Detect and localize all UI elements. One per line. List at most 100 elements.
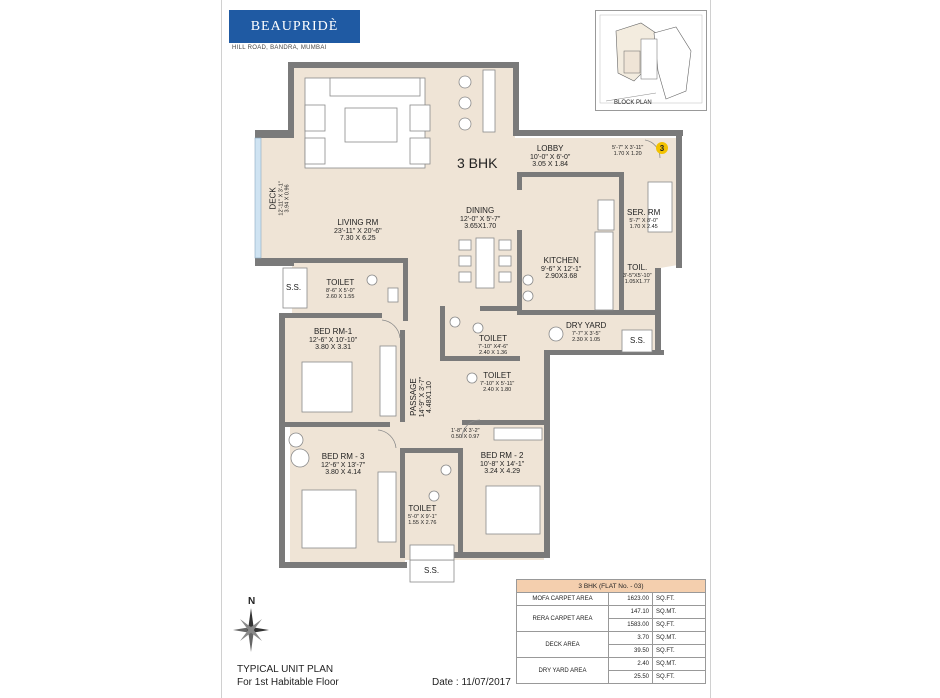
room-ss-3: S.S. [424, 566, 440, 575]
room-living-dim-ft: 23'-11" X 20'-6" [334, 227, 382, 235]
wall-deck-bottom [255, 258, 294, 266]
room-dry-yard-dim-ft: 7'-7" X 3'-5" [571, 330, 601, 337]
room-lobby-name: LOBBY [536, 144, 564, 153]
toilet1-basin [387, 287, 399, 303]
room-kitchen-dim-ft: 9'-6" X 12'-1" [541, 265, 582, 273]
area-value: 1623.00 [608, 592, 653, 606]
dining-plant-2 [522, 290, 534, 302]
area-label: MOFA CARPET AREA [516, 592, 609, 606]
bed1-bed [301, 361, 353, 413]
dining-plant-1 [522, 274, 534, 286]
flat-number-badge: 3 [656, 142, 668, 154]
table-row: RERA CARPET AREA 147.10 SQ.MT. [516, 605, 706, 632]
room-toilet-1: TOILET 8'-6" X 5'-0" 2.60 X 1.55 [326, 278, 355, 300]
bed3-chair-1 [288, 432, 304, 448]
dining-table [475, 237, 495, 289]
brand-logo: BEAUPRIDÈ [229, 10, 360, 43]
wall-toilet2-left [440, 306, 445, 356]
door-arc-bed2 [461, 419, 481, 439]
room-toilet-1-dim-m: 2.60 X 1.55 [326, 293, 355, 300]
toilet1-wc [366, 274, 378, 286]
area-value: 1583.00 [608, 618, 653, 632]
room-bed-1: BED RM-1 12'-6" X 10'-10" 3.80 X 3.31 [309, 327, 357, 352]
room-lobby: LOBBY 10'-0" X 6'-0" 3.05 X 1.84 [530, 144, 571, 169]
servant-bed [647, 181, 673, 233]
dryyard-wash [548, 326, 564, 342]
room-passage: PASSAGE 14'-9" X 3'-7" 4.48X1.10 [409, 367, 434, 427]
north-label: N [248, 596, 256, 607]
room-toilet-3: TOILET 7'-10" X 5'-11" 2.40 X 1.80 [480, 371, 514, 393]
room-toilet-1-name: TOILET [326, 278, 355, 287]
wall-kitchen-right [517, 230, 522, 312]
wall-top-living [288, 62, 517, 68]
table-row: DECK AREA 3.70 SQ.MT. [516, 631, 706, 658]
wall-toilet2-bottom [440, 356, 520, 361]
room-dry-yard-dim-m: 2.30 X 1.05 [572, 336, 601, 343]
room-living: LIVING RM 23'-11" X 20'-6" 7.30 X 6.25 [334, 218, 382, 243]
area-table: 3 BHK (FLAT No. - 03) MOFA CARPET AREA 1… [516, 579, 706, 684]
dining-chair-r1 [498, 239, 512, 251]
room-toilet-3-dim-m: 2.40 X 1.80 [483, 386, 512, 393]
wall-bed1-right [400, 330, 405, 422]
brand-address: HILL ROAD, BANDRA, MUMBAI [232, 45, 327, 51]
block-plan-drawing [599, 14, 703, 104]
stool-3 [458, 117, 472, 131]
wall-right-upper [676, 130, 682, 268]
wall-living-right [513, 62, 519, 132]
room-dining-dim-m: 3.65X1.70 [464, 223, 497, 231]
coffee-table [344, 107, 398, 143]
table-row: 25.50 SQ.FT. [517, 670, 706, 684]
room-toilet-4-dim-m: 1.55 X 2.76 [408, 519, 437, 526]
wall-lobby-top [513, 130, 683, 136]
table-row: DRY YARD AREA 2.40 SQ.MT. [516, 657, 706, 684]
wall-toilet2-top [480, 306, 520, 311]
room-ss-1: S.S. [286, 283, 302, 292]
sofa-left-1 [304, 104, 326, 132]
room-bed-3: BED RM - 3 12'-6" X 13'-7" 3.80 X 4.14 [321, 452, 365, 477]
area-unit: SQ.FT. [652, 618, 706, 632]
room-niche: 1'-8" X 3'-2" 0.50 X 0.97 [451, 428, 480, 440]
room-toilet-2-dim-m: 2.40 X 1.36 [479, 349, 508, 356]
room-toilet-1-dim-ft: 8'-6" X 5'-0" [326, 287, 355, 294]
wall-ser-left [619, 172, 624, 312]
room-bed-2-name: BED RM - 2 [480, 451, 524, 460]
room-lobby-ext-dim-ft: 5'-7" X 3'-11" [612, 145, 644, 151]
room-deck-dim-m: 3.94 X 0.96 [284, 184, 291, 213]
room-lobby-dim-ft: 10'-0" X 6'-0" [530, 153, 571, 161]
room-niche-dim-m: 0.50 X 0.97 [451, 434, 480, 441]
deck-glass [254, 137, 262, 259]
area-value: 2.40 [608, 657, 653, 671]
wall-bed1-bottom [282, 422, 390, 427]
room-ss-2: S.S. [630, 336, 646, 345]
wall-toilet1-right [403, 258, 408, 321]
sofa-right-2 [409, 137, 431, 165]
kitchen-counter-right [594, 231, 614, 311]
area-value: 25.50 [608, 670, 653, 684]
room-dining: DINING 12'-0" X 5'-7" 3.65X1.70 [460, 206, 501, 231]
bed3-table [290, 448, 310, 468]
plan-subtitle: For 1st Habitable Floor [237, 677, 339, 688]
bed3-wardrobe [377, 471, 397, 543]
room-deck: DECK 12'-11" X 3'-1" 3.94 X 0.96 [269, 170, 291, 226]
room-dining-dim-ft: 12'-0" X 5'-7" [460, 215, 501, 223]
room-bed-2: BED RM - 2 10'-8" X 14'-1" 3.24 X 4.29 [480, 451, 524, 476]
dining-chair-r3 [498, 271, 512, 283]
room-bed-1-dim-m: 3.80 X 3.31 [315, 344, 351, 352]
wall-right-mid [544, 352, 550, 420]
block-plan-inset [595, 10, 707, 111]
room-niche-dim-ft: 1'-8" X 3'-2" [451, 428, 480, 434]
wall-bed1-top [282, 313, 382, 318]
wall-kitchen-bottom [517, 310, 660, 315]
room-toilet-2: TOILET 7'-10" X4'-6" 2.40 X 1.36 [478, 334, 508, 356]
bed3-bed [301, 489, 357, 549]
stool-2 [458, 96, 472, 110]
wall-bottom-bed3 [279, 562, 407, 568]
plan-title: TYPICAL UNIT PLAN [237, 664, 334, 675]
wall-bottom-bed2 [452, 552, 548, 558]
wall-left-bed1 [279, 313, 285, 427]
sheet-frame [221, 0, 711, 698]
wall-toilet3-bottom [462, 420, 517, 425]
room-lobby-ext-dim-m: 1.70 X 1.20 [613, 151, 642, 158]
area-label: DRY YARD AREA [516, 657, 609, 684]
